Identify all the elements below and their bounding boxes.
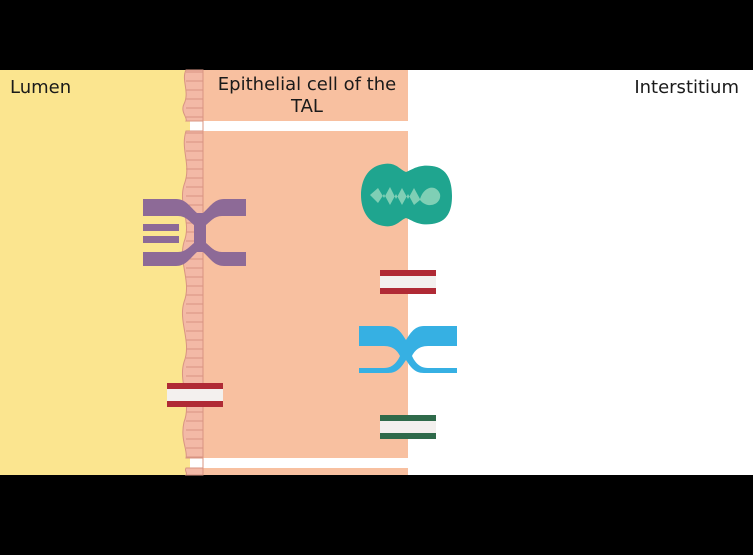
epithelial-cell-label: Epithelial cell of the TAL [217, 74, 397, 117]
apical-cotransporter-icon [143, 199, 246, 266]
tight-junction-gap-bottom [190, 458, 408, 468]
neighbor-cell-bottom [201, 468, 408, 475]
tal-cell-body [201, 131, 408, 458]
basolateral-transporter-icon [359, 326, 457, 373]
interstitium-label: Interstitium [634, 77, 739, 98]
basolateral-pump-icon [361, 163, 452, 227]
basolateral-green-channel-icon [380, 415, 436, 439]
lumen-label: Lumen [10, 77, 72, 98]
lumen-region [0, 70, 200, 475]
bottom-letterbox [0, 475, 753, 551]
basolateral-red-channel-icon [380, 270, 436, 294]
interstitium-region [408, 70, 753, 475]
neighbor-cell-top [201, 70, 408, 121]
tight-junction-gap-top [190, 121, 408, 131]
apical-channel-icon [167, 383, 223, 407]
top-letterbox [0, 0, 753, 70]
